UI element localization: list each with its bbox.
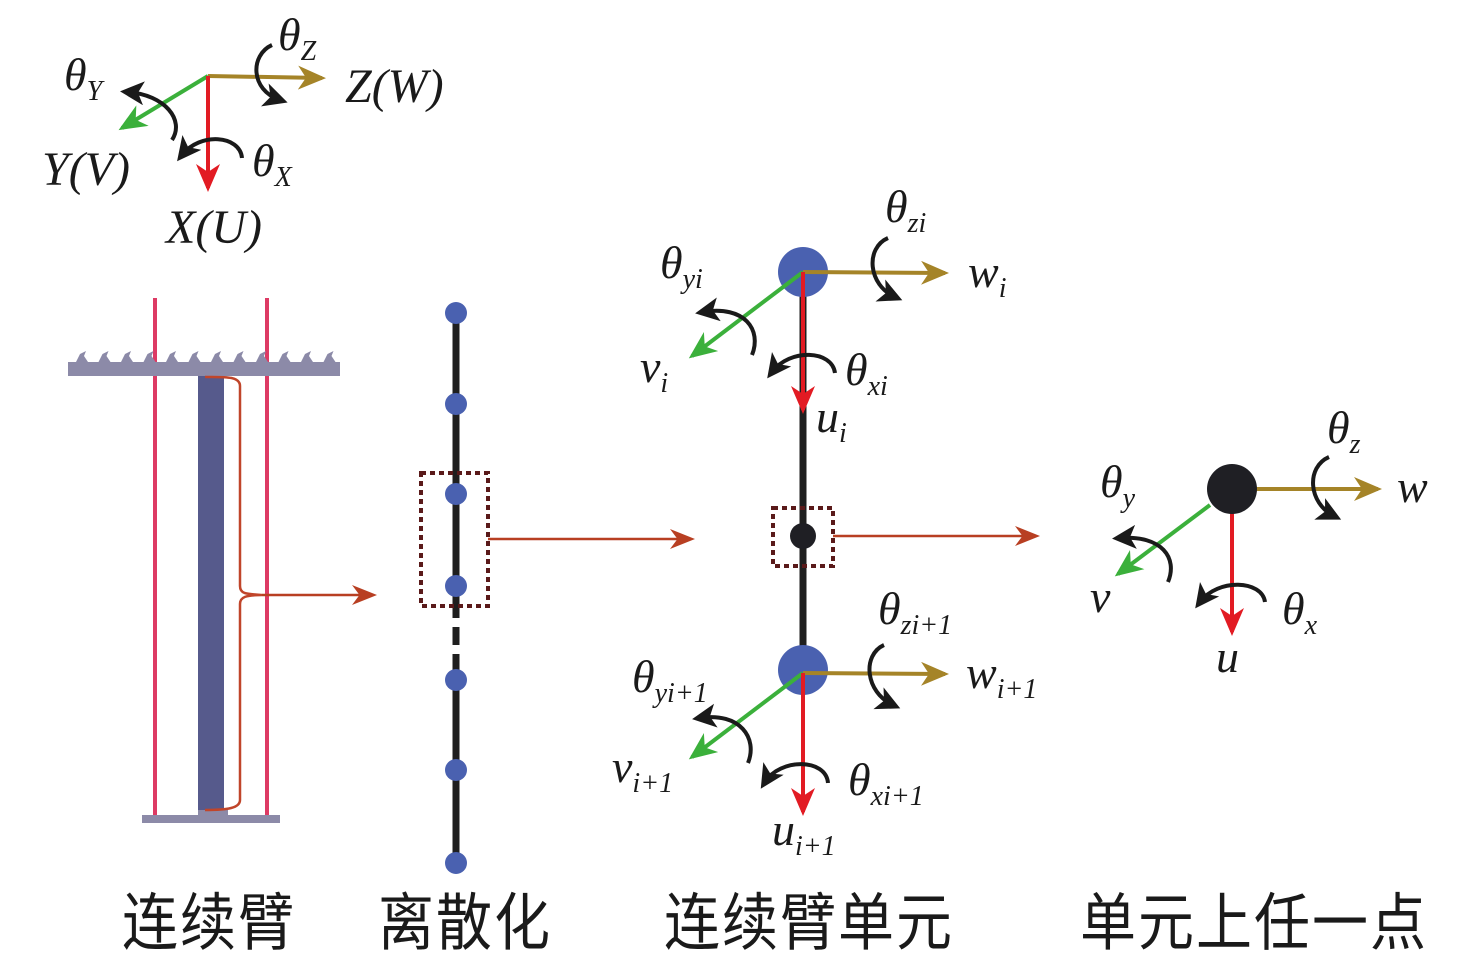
caption-discretization: 离散化 — [378, 887, 552, 961]
selection-box-element — [419, 471, 490, 608]
node-i1-theta-z-label: θzi+1 — [878, 583, 952, 641]
point-theta-x-rotation-icon — [1195, 582, 1267, 609]
discretized-node — [445, 302, 467, 324]
node-i1-w-label: wi+1 — [966, 647, 1037, 705]
node-i1-theta-z-rotation-icon — [867, 643, 901, 710]
node-i1-theta-y-rotation-icon — [692, 703, 753, 764]
node-i1-theta-y-label: θyi+1 — [632, 651, 708, 709]
discretized-node — [445, 759, 467, 781]
x-axis-label: X(U) — [164, 201, 262, 254]
point-theta-z-rotation-icon — [1311, 455, 1342, 520]
node-i-theta-y-rotation-icon — [695, 297, 757, 356]
z-axis-label: Z(W) — [345, 60, 444, 113]
hatch-tooth — [166, 351, 178, 362]
continuum-arm-illustration — [68, 298, 377, 823]
node-i-plus-1-frame: wi+1 vi+1 ui+1 θzi+1 θyi+1 θxi+1 — [612, 583, 1037, 862]
bottom-plate-boss — [198, 810, 228, 816]
hatch-tooth — [143, 351, 156, 362]
node-i-v-arrow — [688, 270, 805, 359]
node-i1-theta-x-label: θxi+1 — [848, 754, 924, 812]
support-hatching — [76, 351, 336, 362]
discretized-node — [445, 852, 467, 874]
flexible-beam — [198, 376, 224, 812]
theta-x-label: θX — [252, 135, 293, 193]
node-i-theta-z-rotation-icon — [870, 236, 903, 302]
discretized-node — [445, 575, 467, 597]
caption-any-point: 单元上任一点 — [1080, 887, 1428, 961]
point-node — [1207, 464, 1257, 514]
hatch-tooth — [76, 351, 88, 362]
node-i-theta-y-label: θyi — [660, 237, 703, 295]
hatch-tooth — [121, 351, 133, 362]
node-i-theta-z-label: θzi — [885, 181, 926, 239]
node-i1-w-arrow — [802, 661, 949, 686]
hatch-tooth — [188, 351, 201, 362]
node-i-v-label: vi — [640, 341, 668, 399]
theta-y-rotation-icon — [120, 81, 178, 142]
point-w-label: w — [1397, 461, 1428, 512]
node-i-frame: wi vi ui θzi θyi θxi — [640, 181, 1006, 449]
caption-continuum-arm: 连续臂 — [122, 887, 296, 961]
point-u-label: u — [1216, 631, 1239, 682]
hatch-tooth — [98, 351, 111, 362]
point-theta-y-rotation-icon — [1112, 524, 1173, 583]
element-midpoint — [790, 523, 816, 549]
point-theta-y-label: θy — [1100, 456, 1136, 514]
global-coordinate-frame: Z(W) Y(V) X(U) θZ θY θX — [42, 9, 444, 254]
arm-element: wi vi ui θzi θyi θxi wi+1 vi+1 ui+1 θzi+… — [612, 181, 1040, 862]
y-axis-label: Y(V) — [42, 143, 130, 196]
discretized-node — [445, 393, 467, 415]
caption-arm-element: 连续臂单元 — [664, 887, 954, 961]
any-point-frame: w v u θz θy θx — [1090, 402, 1428, 682]
point-v-label: v — [1090, 571, 1111, 622]
node-i1-v-label: vi+1 — [612, 741, 673, 799]
node-i-theta-x-rotation-icon — [767, 352, 837, 379]
point-v-arrow — [1114, 503, 1212, 577]
bottom-plate — [142, 815, 280, 823]
hatch-tooth — [301, 351, 313, 362]
hatch-tooth — [233, 351, 246, 362]
theta-x-rotation-icon — [177, 135, 244, 162]
theta-z-label: θZ — [278, 9, 317, 67]
discretized-node — [445, 669, 467, 691]
hatch-tooth — [278, 351, 291, 362]
theta-y-label: θY — [64, 49, 106, 107]
hatch-tooth — [256, 351, 268, 362]
point-theta-z-label: θz — [1327, 402, 1361, 460]
hatch-tooth — [323, 351, 336, 362]
node-i-w-label: wi — [968, 246, 1006, 304]
node-i-theta-x-label: θxi — [845, 344, 888, 402]
z-axis-arrow — [207, 65, 326, 90]
discretized-node — [445, 483, 467, 505]
theta-z-rotation-icon — [254, 43, 288, 107]
node-i1-theta-x-rotation-icon — [760, 762, 830, 789]
point-theta-x-label: θx — [1282, 583, 1318, 641]
node-i-u-label: ui — [816, 391, 847, 449]
discretized-rod — [419, 302, 695, 874]
node-i1-u-label: ui+1 — [772, 804, 836, 862]
node-i1-v-arrow — [688, 671, 805, 760]
selection-box-point — [771, 506, 835, 568]
fixed-support-top — [68, 362, 340, 376]
discretized-nodes — [445, 302, 467, 874]
hatch-tooth — [211, 351, 223, 362]
y-axis-arrow — [118, 74, 210, 131]
